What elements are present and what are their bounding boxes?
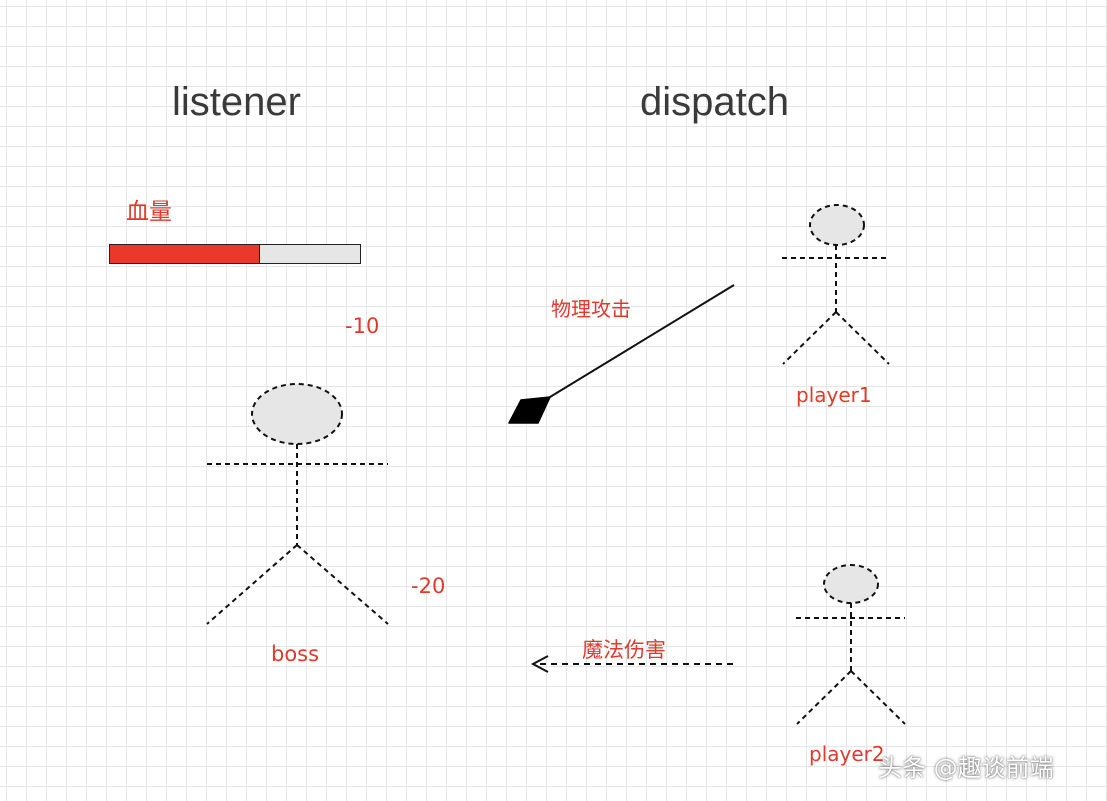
player1-leg-right	[835, 311, 890, 365]
physical-arrow-head	[508, 396, 551, 424]
player2-leg-left	[796, 670, 852, 725]
player1-leg-left	[782, 311, 837, 365]
boss-figure	[206, 383, 389, 625]
magic-arrow-head	[530, 655, 549, 673]
player1-figure	[782, 204, 890, 365]
player1-label: player1	[796, 383, 872, 407]
hp-label: 血量	[126, 199, 172, 225]
player2-figure	[796, 564, 906, 725]
boss-label: boss	[271, 642, 320, 666]
physical-attack-arrow	[508, 284, 735, 424]
player2-leg-right	[850, 670, 906, 725]
boss-head	[251, 383, 343, 445]
magic-attack-arrow	[530, 655, 733, 673]
hp-bar-fill	[110, 245, 260, 263]
physical-damage-value: -10	[345, 314, 380, 338]
listener-title: listener	[172, 80, 301, 124]
player2-label: player2	[809, 742, 885, 766]
magic-damage-label: 魔法伤害	[582, 638, 666, 662]
boss-leg-right	[296, 544, 389, 625]
dispatch-title: dispatch	[640, 80, 789, 124]
magic-damage-value: -20	[411, 574, 446, 598]
player1-head	[809, 204, 865, 246]
player2-head	[823, 564, 879, 604]
hp-bar	[109, 244, 361, 264]
physical-attack-label: 物理攻击	[551, 297, 631, 321]
watermark: 头条 @趣谈前端	[878, 754, 1054, 782]
physical-arrow-shaft	[549, 284, 735, 398]
boss-leg-left	[206, 544, 298, 625]
